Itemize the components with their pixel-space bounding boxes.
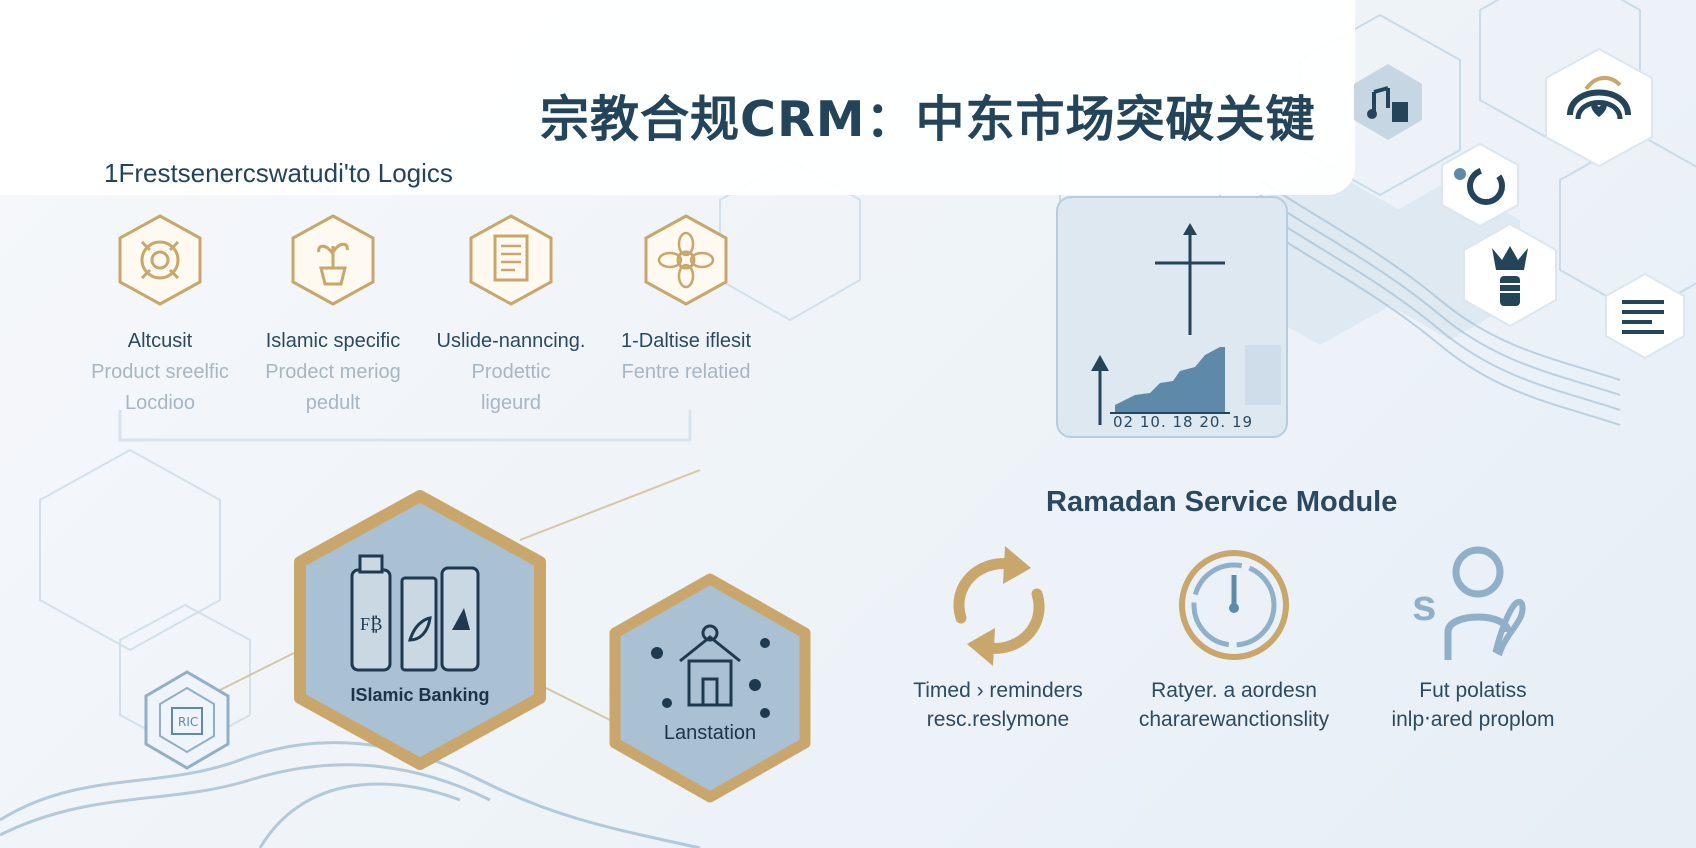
svg-text:s: s <box>1412 581 1436 630</box>
feature-desc: Prodettic <box>471 361 551 383</box>
station-label: Lanstation <box>663 722 757 744</box>
feature-item-3: Uslide-nanncing. Prodettic ligeurd <box>421 212 601 415</box>
feature-desc: Product sreelfic <box>91 361 229 383</box>
feature-label: Islamic specific <box>265 330 401 352</box>
refresh-arrows-icon <box>953 546 1045 666</box>
document-hexagon-icon <box>469 214 553 306</box>
refresh-gear-hexagon-icon <box>1441 142 1519 228</box>
title-card <box>0 0 1355 195</box>
chart-tick-labels: 02 10. 18 20. 19 <box>1113 413 1254 431</box>
clock-icon <box>1179 550 1289 660</box>
feature-label: Altcusit <box>127 330 193 352</box>
ramadan-item-line1: Timed › reminders <box>913 679 1083 702</box>
feature-label: Uslide-nanncing. <box>436 330 586 352</box>
feature-desc: Fentre relatied <box>621 361 751 383</box>
feature-desc: Locdioo <box>124 392 196 414</box>
ramadan-title: Ramadan Service Module <box>1046 486 1398 518</box>
heart-circle-hexagon-icon <box>1545 47 1653 168</box>
house-icon <box>679 624 741 707</box>
svg-text:RIC: RIC <box>178 715 198 729</box>
page-title: 宗教合规CRM：中东市场突破关键 <box>540 91 1316 148</box>
ramadan-item-line2: chararewanctionslity <box>1138 708 1330 731</box>
music-hexagon-icon <box>1354 64 1422 140</box>
crown-hexagon-icon <box>1463 222 1557 328</box>
ramadan-item-line1: Fut polatiss <box>1419 679 1527 702</box>
feature-item-4: 1-Daltise iflesit Fentre relatied <box>596 212 776 392</box>
feature-item-1: Altcusit Product sreelfic Locdioo <box>70 212 250 415</box>
ramadan-item-reminders: Timed › reminders resc.reslymone <box>883 540 1113 734</box>
feature-desc: ligeurd <box>480 392 542 414</box>
feature-desc: Prodect meriog <box>265 361 401 383</box>
bottles-icon <box>350 554 480 672</box>
ramadan-item-profile: s Fut polatiss inlp‧ared proplom <box>1358 540 1588 734</box>
calculator-hexagon-icon: RIC <box>144 670 230 770</box>
ramadan-item-line2: resc.reslymone <box>926 708 1070 731</box>
station-hexagon <box>609 573 811 803</box>
ramadan-item-line2: inlp‧ared proplom <box>1391 708 1555 731</box>
banking-hexagon: F₿ <box>294 490 546 770</box>
svg-text:F₿: F₿ <box>360 614 382 634</box>
ramadan-item-line1: Ratyer. a aordesn <box>1151 679 1317 702</box>
list-hexagon-icon <box>1605 272 1685 360</box>
feature-desc: pedult <box>305 392 361 414</box>
user-signature-icon: s <box>1412 546 1526 660</box>
plant-hexagon-icon <box>291 214 375 306</box>
section-heading: 1Frestsenercswatudi'to Logics <box>104 158 453 188</box>
gear-hexagon-icon <box>118 214 202 306</box>
flower-hexagon-icon <box>644 214 728 306</box>
feature-item-2: Islamic specific Prodect meriog pedult <box>243 212 423 415</box>
feature-label: 1-Daltise iflesit <box>620 330 752 352</box>
banking-label: ISlamic Banking <box>350 685 490 705</box>
ramadan-item-timing: Ratyer. a aordesn chararewanctionslity <box>1119 540 1349 734</box>
growth-chart-panel <box>1056 196 1288 438</box>
